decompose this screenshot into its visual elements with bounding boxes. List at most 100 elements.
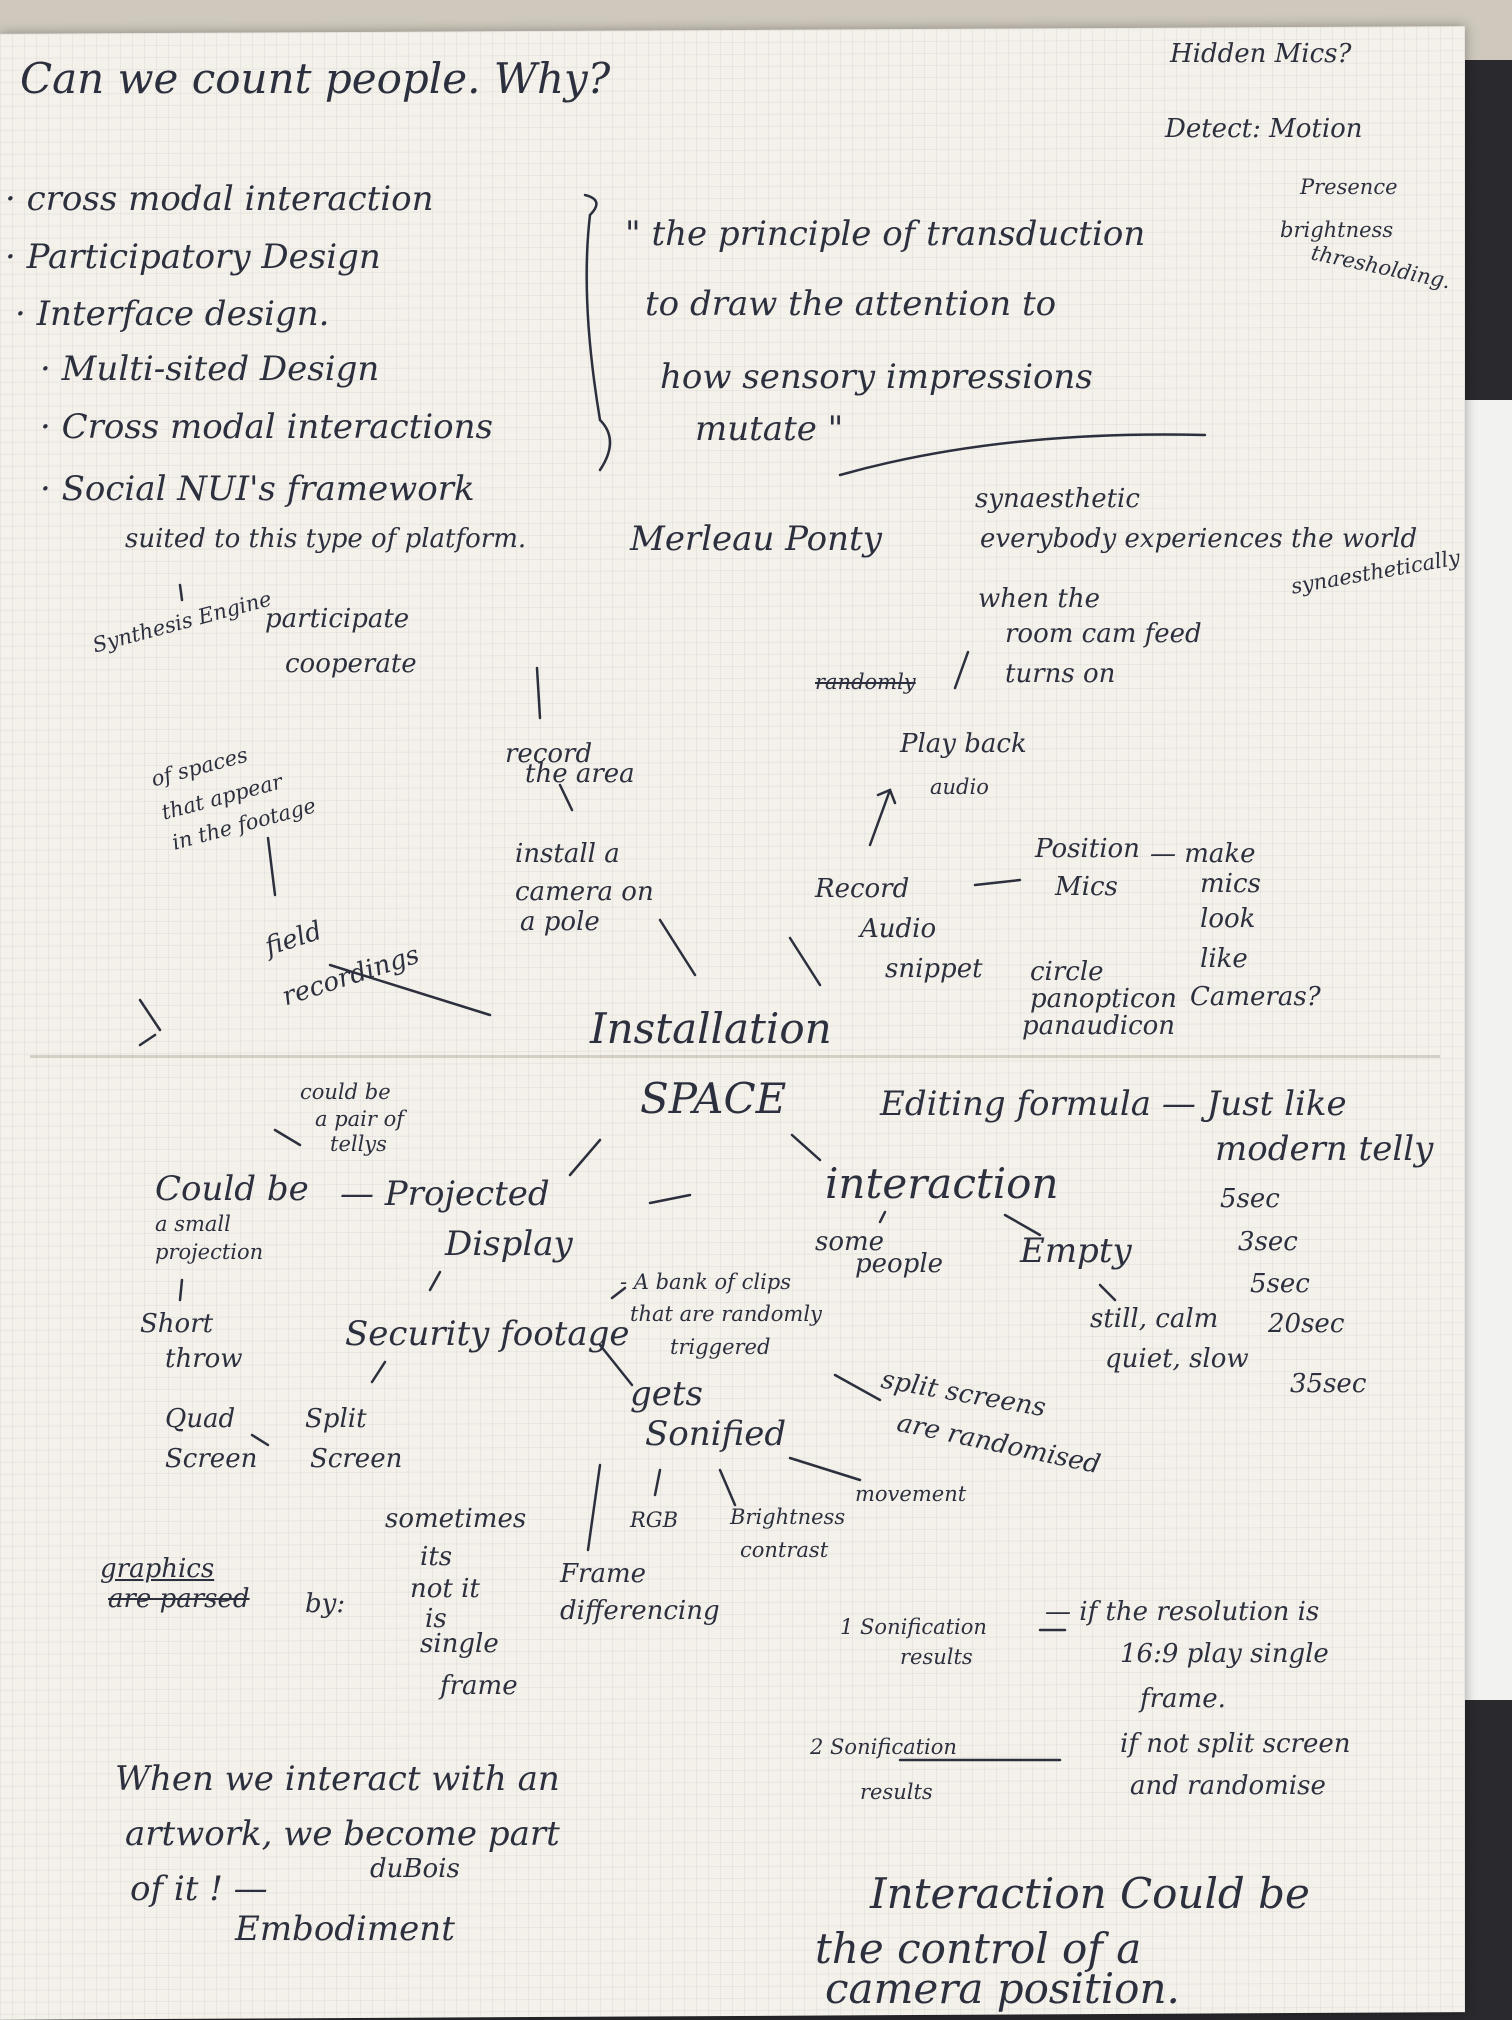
note-quiet-slow: quiet, slow xyxy=(1105,1344,1249,1374)
connector-security-split xyxy=(370,1360,387,1384)
note-cooperate: cooperate xyxy=(285,649,417,679)
connector-field-installation xyxy=(328,963,492,1017)
quote-line-2: to draw the attention to xyxy=(645,284,1057,324)
note-frame-dot: frame. xyxy=(1140,1684,1226,1714)
arrowhead-playback xyxy=(876,788,897,805)
connector-interaction-empty xyxy=(1003,1213,1042,1237)
note-play-back: Play back xyxy=(900,729,1027,759)
note-artwork: artwork, we become part xyxy=(125,1814,560,1854)
connector-field-spaces xyxy=(266,836,277,897)
note-when-the: when the xyxy=(978,584,1100,614)
time-5sec-a: 5sec xyxy=(1220,1184,1280,1214)
note-brightness-contrast: Brightness xyxy=(730,1505,846,1529)
note-when-we-interact: When we interact with an xyxy=(115,1759,560,1799)
node-interaction: interaction xyxy=(825,1159,1059,1208)
note-dubois: duBois xyxy=(370,1854,460,1884)
note-embodiment: Embodiment xyxy=(235,1909,455,1949)
connector-some xyxy=(878,1210,887,1224)
note-triggered: triggered xyxy=(670,1335,771,1359)
connector-bank xyxy=(610,1286,627,1300)
note-room-cam: room cam feed xyxy=(1005,619,1202,649)
note-brightness: brightness xyxy=(1280,218,1394,242)
note-hidden-mics: Hidden Mics? xyxy=(1170,39,1352,69)
page-fold xyxy=(30,1055,1440,1058)
note-if-not: if not split screen xyxy=(1120,1729,1351,1759)
note-interaction-could: Interaction Could be xyxy=(870,1869,1310,1918)
note-split: Split xyxy=(305,1404,367,1434)
connector-install-installation xyxy=(658,918,697,977)
note-synaesthetic: synaesthetic xyxy=(975,484,1140,514)
note-its: its xyxy=(420,1542,453,1572)
note-cameras: Cameras? xyxy=(1190,982,1321,1012)
note-results-1: results xyxy=(900,1645,973,1669)
connector-quad-split xyxy=(250,1433,270,1447)
note-not-it: not it xyxy=(410,1574,480,1604)
node-security-footage: Security footage xyxy=(345,1314,630,1354)
background-surface xyxy=(1460,400,1512,1700)
connector-gets-movement xyxy=(788,1456,862,1482)
note-install-a: install a xyxy=(515,839,620,869)
note-single: single xyxy=(420,1629,499,1659)
connector-gets-frame xyxy=(586,1463,602,1552)
note-people: people xyxy=(855,1249,944,1279)
note-quad: Quad xyxy=(165,1404,236,1434)
bullet-participatory: · Participatory Design xyxy=(5,237,381,277)
note-contrast: contrast xyxy=(740,1538,829,1562)
note-projection: projection xyxy=(155,1240,264,1264)
note-randomly-struck: randomly xyxy=(815,670,916,694)
connector-empty-still xyxy=(1098,1283,1117,1302)
note-the-control: the control of a xyxy=(815,1924,1142,1973)
note-everybody: everybody experiences the world xyxy=(980,524,1418,554)
note-record: record xyxy=(505,739,593,769)
note-frame: frame xyxy=(440,1671,518,1701)
note-quad-screen: Screen xyxy=(165,1444,258,1474)
note-graphics: graphics xyxy=(100,1554,215,1584)
quote-line-3: how sensory impressions xyxy=(660,357,1093,397)
bullet-interface: · Interface design. xyxy=(15,294,330,334)
note-merleau-ponty: Merleau Ponty xyxy=(630,519,882,559)
connector-small-short xyxy=(178,1278,184,1302)
note-camera-position: camera position. xyxy=(825,1964,1180,2013)
note-detect: Detect: Motion xyxy=(1165,114,1363,144)
bracket-end xyxy=(598,418,612,472)
connector-synthesis xyxy=(178,583,184,602)
note-make: — make xyxy=(1150,839,1256,869)
note-sonification-2: 2 Sonification xyxy=(810,1735,957,1759)
note-mics: Mics xyxy=(1055,872,1118,902)
note-split-screen: Screen xyxy=(310,1444,403,1474)
note-throw: throw xyxy=(165,1344,243,1374)
note-sonification-1: 1 Sonification xyxy=(840,1615,987,1639)
note-sometimes: sometimes xyxy=(385,1504,527,1534)
note-differencing: differencing xyxy=(560,1596,720,1626)
note-turns-on: turns on xyxy=(1005,659,1116,689)
note-record-audio: Record xyxy=(815,874,910,904)
note-rgb: RGB xyxy=(630,1508,679,1532)
note-of-it: of it ! — xyxy=(130,1869,268,1909)
note-are-parsed: are parsed xyxy=(108,1584,250,1614)
note-some: some xyxy=(815,1227,885,1257)
note-circle: circle xyxy=(1030,957,1104,987)
arrow-playback xyxy=(868,788,892,847)
note-panopticon: panopticon xyxy=(1030,984,1177,1014)
time-20sec: 20sec xyxy=(1268,1309,1345,1339)
node-gets: gets xyxy=(630,1374,703,1414)
note-look: look xyxy=(1200,904,1256,934)
note-snippet: snippet xyxy=(885,954,983,984)
note-a-small: a small xyxy=(155,1212,231,1236)
note-a-pole: a pole xyxy=(520,907,600,937)
page-title: Can we count people. Why? xyxy=(20,54,611,103)
note-randomly-triggered: that are randomly xyxy=(630,1302,822,1326)
note-16-9: 16:9 play single xyxy=(1120,1639,1329,1669)
node-sonified: Sonified xyxy=(645,1414,787,1454)
scribble-mark xyxy=(138,998,162,1047)
node-projected: — Projected xyxy=(340,1174,550,1214)
connector-record-area xyxy=(535,666,542,720)
note-camera-on: camera on xyxy=(515,877,654,907)
note-position: Position xyxy=(1035,834,1140,864)
connector-dash xyxy=(648,1193,692,1205)
connector-tellys xyxy=(273,1128,302,1147)
bullet-multi-sited: · Multi-sited Design xyxy=(40,349,380,389)
note-bank-of-clips: - A bank of clips xyxy=(620,1270,792,1294)
connector-when xyxy=(953,650,970,690)
